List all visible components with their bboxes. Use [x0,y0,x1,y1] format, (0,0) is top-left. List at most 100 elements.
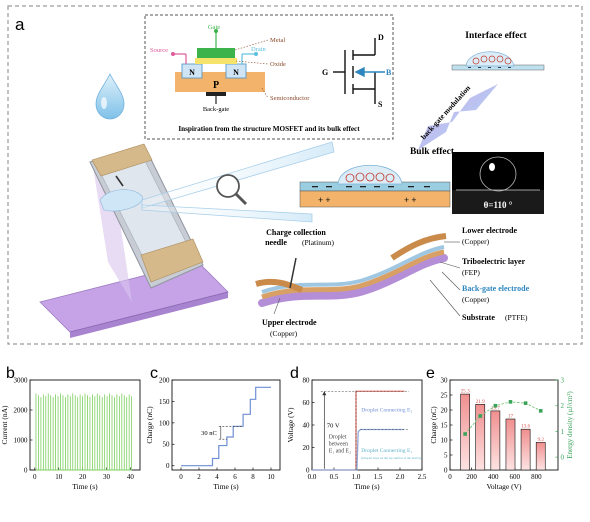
panel-d-x-tick-label: 0.5 [330,473,339,481]
upper-electrode-label: Upper electrode [262,318,317,327]
panel-e-bar-value-label: 25.3 [461,389,470,395]
device-stand [92,160,132,302]
back-gate-label: Back-gate [203,106,229,113]
panel-e-energy-marker [523,401,528,405]
upper-electrode-layer [255,278,304,293]
panel-e-x-tick-label: 800 [531,473,542,481]
panel-d-x-tick-label: 1.0 [352,473,361,481]
gate-label: Gate [208,24,220,31]
n-region-left [181,63,203,79]
back-gate-layer [261,249,445,300]
panel-e-letter: e [426,365,435,382]
panel-d-y-tick-label: 0 [306,466,310,474]
panel-d-x-tick-label: 2.5 [418,473,427,481]
panel-c-x-label: Time (s) [213,482,239,491]
panel-c-y-tick-label: 150 [159,398,170,406]
source-terminal [171,52,175,56]
panel-d-e1-subannotation: (Droplet stays on the top surface of the… [361,456,421,460]
symbol-b-label: B [386,68,392,77]
layer-stack [255,233,461,317]
panel-c-x-tick-label: 0 [179,473,183,481]
platinum-label: (Platinum) [302,238,335,247]
lower-electrode-layer [390,233,447,261]
panel-b-x-tick-label: 0 [33,473,37,481]
panel-e-energy-marker [508,400,513,404]
mosfet-inset: Gate Source Drain N N P Back-gate Metal … [144,14,394,140]
symbol-s-label: S [378,100,383,109]
panel-d-y-tick-label: 80 [303,376,311,384]
panel-c-letter: c [150,365,158,382]
svg-text:+ +: + + [318,195,331,205]
panel-e-energy-marker [538,409,543,413]
panel-a: a Gate Source Drain N N P Ba [7,5,583,345]
bulk-effect-title: Bulk effect [410,147,455,157]
panel-c-x-tick-label: 10 [268,473,276,481]
interface-effect-title: Interface effect [465,31,527,41]
panel-c-x-tick-label: 6 [233,473,237,481]
panel-e-x-tick-label: 200 [466,473,477,481]
panel-e-right-tick-label: 2 [561,402,565,410]
panel-c-charge-line [181,386,271,467]
panel-d-droplet-annotation: between [329,442,348,448]
panel-b-y-tick-label: 0 [24,466,28,474]
panel-e-y-tick-label: 30 [441,376,449,384]
p-label: P [213,80,219,91]
tilted-device [39,143,229,338]
panel-e-x-tick-label: 600 [510,473,521,481]
panel-b-x-tick-label: 30 [103,473,111,481]
panel-e-right-tick-label: 1 [561,428,565,436]
panel-e-x-tick-label: 400 [488,473,499,481]
panel-e-bar [460,393,470,471]
needle-label: needle [265,238,287,247]
panel-c-y-tick-label: 50 [163,441,171,449]
device-upper-electrode [91,143,153,177]
bulk-effect-diagram: + + + + θ=110 ° [299,152,544,214]
water-drop-icon [95,73,125,120]
ptfe-label: (PTFE) [505,313,528,322]
panel-d-y-tick-label: 20 [303,444,311,452]
panel-d-70v-label: 70 V [327,422,340,429]
panel-d-y-tick-label: 40 [303,421,311,429]
back-gate-electrode-label: Back-gate electrode [462,284,530,293]
panel-e-bar [520,428,531,471]
panel-a-letter: a [15,15,25,34]
panel-d-e2-annotation: Droplet Connecting E₂ [361,408,412,414]
n-left-label: N [189,68,195,77]
semiconductor-label: Semiconductor [270,95,310,102]
panel-e-right-tick-label: 3 [561,376,565,384]
panel-e-energy-marker [493,403,498,408]
source-label: Source [150,47,168,54]
fep-label: (FEP) [462,268,480,277]
panel-e-y-tick-label: 25 [441,391,449,399]
panel-b-x-label: Time (s) [72,482,98,491]
panel-c-x-tick-label: 8 [251,473,255,481]
mosfet-caption: Inspiration from the structure MOSFET an… [178,125,360,133]
panel-b-x-tick-label: 20 [79,473,87,481]
symbol-d-label: D [378,33,384,42]
panel-d-droplet-annotation: E₁ and E₂ [329,449,351,455]
panel-e-bar-value-label: 17 [508,414,514,420]
svg-text:+ +: + + [404,195,417,205]
metal-gate [197,48,235,58]
panel-c-x-tick-label: 2 [197,473,201,481]
charge-collection-label: Charge collection [266,228,326,237]
panel-d-e1-annotation: Droplet Connecting E₁ [361,448,412,454]
panel-b-y-tick-label: 1000 [14,436,29,444]
n-right-label: N [233,68,239,77]
panel-a-frame [7,5,583,345]
oxide-layer [195,58,237,64]
panel-e-y-tick-label: 10 [441,436,449,444]
panel-d-letter: d [290,365,299,382]
metal-label: Metal [270,37,285,44]
panel-c-y-tick-label: 100 [159,419,170,427]
panel-e-right-tick-label: 0 [561,454,565,462]
panel-e-bar-value-label: 13.6 [521,424,530,430]
panel-e-bar-value-label: 9.2 [537,437,544,443]
device-lower-electrode [140,238,204,283]
beam-lower [141,204,313,223]
panel-d-y-label: Voltage (V) [286,407,295,443]
